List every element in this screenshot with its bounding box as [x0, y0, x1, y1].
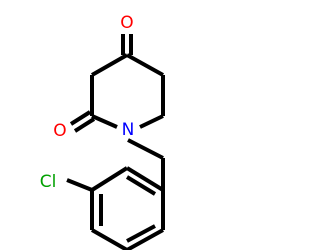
bond-c2-o-a [69, 110, 92, 126]
bond-ar1 [125, 166, 165, 192]
atom-o-top: O [120, 13, 133, 33]
bond-ar2 [90, 166, 129, 192]
bond-ar-inner-1 [125, 175, 157, 196]
molecule-diagram: O O N Cl [40, 13, 165, 250]
bond-ar-inner-3 [126, 224, 156, 243]
bond-c2-o-b [73, 117, 96, 133]
bond-c4-c5 [126, 53, 164, 77]
atom-n: N [122, 120, 135, 140]
atom-o-left: O [53, 121, 66, 141]
bond-c3-c4 [91, 53, 128, 77]
bond-c6-n1 [139, 114, 164, 129]
bond-ar4 [91, 228, 128, 250]
bond-ar5 [126, 228, 164, 250]
structure-canvas: O O N Cl [39, 13, 165, 250]
bond-n-ch2 [127, 138, 164, 160]
bond-c-cl [66, 178, 93, 192]
bond-n1-c2 [91, 114, 118, 129]
atom-cl: Cl [40, 172, 57, 192]
